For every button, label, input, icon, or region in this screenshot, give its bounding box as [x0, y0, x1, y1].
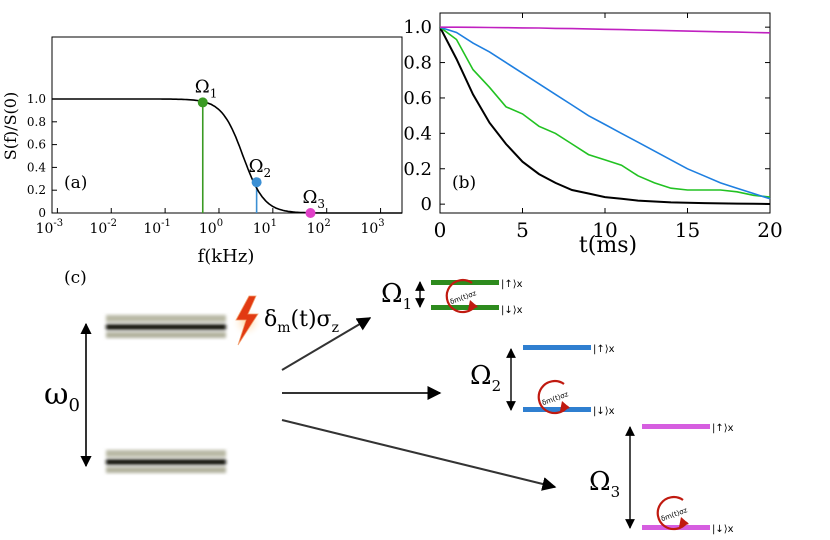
panel-a-ytick-label: 0.6 — [27, 138, 46, 152]
panel-b-xtick-label: 0 — [434, 218, 447, 242]
lower-energy-level — [106, 450, 226, 473]
upper-energy-level — [106, 315, 226, 338]
panel-c-label: (c) — [64, 268, 87, 288]
level-set-omega3: Ω3 |↑⟩x |↓⟩x δm(t)σz — [589, 423, 734, 535]
omega3-label: Ω3 — [589, 467, 620, 501]
panel-a-xtick-label: 10-3 — [36, 218, 64, 237]
panel-b-ytick-label: 0.4 — [403, 123, 432, 144]
panel-a-marker-label: Ω3 — [302, 187, 325, 211]
perturbation-label: δm(t)σz — [264, 307, 339, 336]
level-set-omega1: Ω1 |↑⟩x |↓⟩x δm(t)σz — [381, 278, 523, 316]
panel-b-xtick-label: 15 — [675, 218, 700, 242]
omega3-down-state: |↓⟩x — [712, 524, 734, 535]
panel-b-xtick-label: 10 — [592, 218, 617, 242]
panel-a-xlabel: f(kHz) — [198, 246, 255, 267]
panel-b-lines — [439, 26, 771, 205]
omega3-upper-bar — [642, 424, 710, 429]
panel-a-xticks: 10-3 10-2 10-1 100 101 102 103 — [36, 208, 385, 237]
panel-b-ytick-label: 1.0 — [403, 17, 432, 38]
omega3-up-state: |↑⟩x — [712, 423, 734, 434]
panel-b-ytick-label: 0 — [421, 194, 432, 215]
omega2-down-state: |↓⟩x — [593, 406, 615, 417]
panel-a-xtick-label: 103 — [360, 218, 384, 237]
panel-a-xtick-label: 101 — [253, 218, 277, 237]
panel-b-ytick-label: 0.2 — [403, 159, 432, 180]
arrow-to-omega3 — [281, 419, 557, 491]
panel-b-series-line — [440, 26, 771, 34]
panel-b-label: (b) — [452, 173, 476, 193]
panel-a-ytick-label: 0.8 — [27, 115, 46, 129]
panel-b-yticks: 0 0.2 0.4 0.6 0.8 1.0 — [403, 17, 770, 215]
panel-a-curve — [52, 98, 402, 214]
omega1-label: Ω1 — [381, 279, 412, 313]
omega1-lower-bar — [431, 305, 499, 310]
panel-b: 0 0.2 0.4 0.6 0.8 1.0 0 5 10 15 20 (b) t(ms) — [403, 12, 783, 258]
omega2-lower-bar — [523, 407, 591, 412]
panel-b-xlabel: t(ms) — [579, 233, 637, 258]
omega3-lower-bar — [642, 525, 710, 530]
panel-b-xtick-label: 20 — [757, 218, 782, 242]
rotation-icon: δm(t)σz — [656, 495, 689, 531]
panel-a-xtick-label: 102 — [307, 218, 331, 237]
panel-a-xtick-label: 10-2 — [89, 218, 117, 237]
omega1-upper-bar — [431, 280, 499, 285]
level-set-omega2: Ω2 |↑⟩x |↓⟩x δm(t)σz — [470, 344, 615, 417]
panel-b-xticks: 0 5 10 15 20 — [434, 13, 783, 242]
omega2-upper-bar — [523, 345, 591, 350]
panel-a-ytick-label: 0 — [38, 206, 46, 220]
panel-c: (c) ω0 δm(t)σz — [44, 268, 734, 535]
panel-a-ytick-label: 0.2 — [27, 183, 46, 197]
panel-a-ylabel: S(f)/S(0) — [1, 92, 20, 160]
arrow-to-omega1 — [281, 317, 372, 371]
panel-a-marker — [197, 97, 208, 108]
panel-b-xtick-label: 5 — [516, 218, 529, 242]
omega2-label: Ω2 — [470, 361, 501, 395]
panel-a-xtick-label: 100 — [199, 218, 223, 237]
omega2-up-state: |↑⟩x — [593, 344, 615, 355]
panel-b-ytick-label: 0.8 — [403, 53, 432, 74]
panel-b-series-line — [439, 26, 771, 205]
panel-a-marker-label: Ω1 — [195, 76, 218, 100]
panel-a-label: (a) — [64, 173, 87, 193]
panel-a-marker — [251, 177, 262, 188]
omega1-down-state: |↓⟩x — [501, 305, 523, 316]
lightning-icon — [231, 295, 263, 346]
panel-a-frame — [51, 36, 403, 214]
panel-a-marker — [305, 208, 316, 218]
arrows — [281, 317, 557, 491]
panel-a-marker-label: Ω2 — [249, 156, 272, 180]
panel-a-ytick-label: 1.0 — [27, 92, 46, 106]
panel-a-xtick-label: 10-1 — [143, 218, 171, 237]
panel-b-ytick-label: 0.6 — [403, 88, 432, 109]
panel-b-series-line — [439, 26, 771, 200]
omega1-up-state: |↑⟩x — [501, 279, 523, 290]
panel-a-ytick-label: 0.4 — [27, 160, 46, 174]
omega0-label: ω0 — [44, 377, 80, 416]
panel-b-series-line — [439, 26, 771, 198]
